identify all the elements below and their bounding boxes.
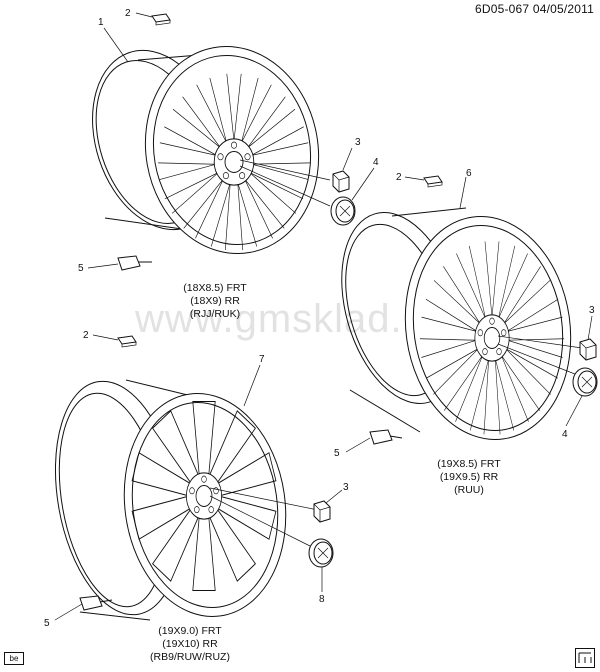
caption-wheel-6: (19X8.5) FRT (19X9.5) RR (RUU) [414,458,524,497]
callout-6: 6 [466,168,472,179]
callout-8: 8 [319,594,325,605]
diagram-header: 6D05-067 04/05/2011 [475,2,594,16]
center-cap-4b [572,367,598,397]
callout-5b: 5 [334,448,340,459]
wheel-1 [92,45,331,255]
center-cap-8 [308,538,334,568]
balance-weight-2a [151,13,171,26]
callout-5c: 5 [44,618,50,629]
caption-wheel-1-rear: (18X9) RR [190,295,240,307]
callout-2c: 2 [83,330,89,341]
balance-weight-2c [117,335,137,348]
caption-wheel-7: (19X9.0) FRT (19X10) RR (RB9/RUW/RUZ) [130,625,250,664]
tpms-sensor-5c [79,595,113,611]
lug-nut-3c [313,500,331,523]
callout-1: 1 [98,17,104,28]
caption-wheel-1-front: (18X8.5) FRT [183,282,247,294]
callout-4b: 4 [562,429,568,440]
leader-lines [54,12,593,621]
center-cap-4a [330,196,356,226]
gm-logo-icon [575,648,595,668]
caption-wheel-1-rpo: (RJJ/RUK) [189,308,241,320]
caption-wheel-6-rear: (19X9.5) RR [439,471,499,483]
tpms-sensor-5b [369,429,403,445]
footer-badge: be [4,652,24,665]
callout-7: 7 [259,354,265,365]
caption-wheel-7-rpo: (RB9/RUW/RUZ) [150,651,230,663]
caption-wheel-7-rear: (19X10) RR [162,638,218,650]
diagram-date: 04/05/2011 [532,2,594,16]
callout-4a: 4 [373,157,379,168]
caption-wheel-6-rpo: (RUU) [454,484,484,496]
callout-3c: 3 [343,482,349,493]
lug-nut-3b [579,338,597,361]
wheel-7 [54,379,319,621]
lug-nut-3a [332,170,350,193]
balance-weight-2b [423,175,443,188]
callout-3b: 3 [589,305,595,316]
caption-wheel-6-front: (19X8.5) FRT [437,458,501,470]
caption-wheel-1: (18X8.5) FRT (18X9) RR (RJJ/RUK) [160,282,270,321]
wheel-6-spokes [419,241,565,435]
wheel-1-spokes [158,73,310,251]
watermark: www.gmsklad.ru [135,297,441,341]
tpms-sensor-5a [117,255,152,271]
callout-2a: 2 [125,8,131,19]
callout-2b: 2 [396,172,402,183]
caption-wheel-7-front: (19X9.0) FRT [158,625,222,637]
wheel-7-spokes [131,400,277,592]
callout-5a: 5 [78,263,84,274]
diagram-code: 6D05-067 [474,2,530,16]
callout-3a: 3 [355,137,361,148]
wheel-6 [341,207,583,440]
